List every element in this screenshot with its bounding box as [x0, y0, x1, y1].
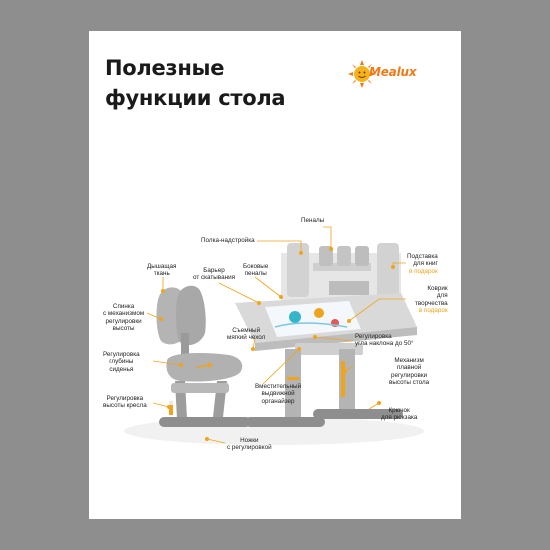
- callout-mehanizm: Механизм плавной регулировки высоты стол…: [389, 357, 430, 387]
- callout-kovrik: Коврик для творчества в подарок: [415, 285, 448, 315]
- callout-polka: Полка-надстройка: [201, 237, 255, 244]
- gift-badge: в подарок: [408, 267, 438, 275]
- callout-naklon: Регулировка угла наклона до 50°: [355, 333, 414, 348]
- callout-podstavka: Подставка для книг в подарок: [407, 253, 438, 275]
- page-title: Полезные функции стола: [105, 53, 286, 113]
- callout-penaly: Пеналы: [301, 217, 325, 224]
- chair-seat: [166, 353, 243, 382]
- callout-dyshashchaya: Дышащая ткань: [147, 263, 177, 278]
- product-card: Полезные функции стола Mealux: [89, 31, 461, 519]
- chair-foot: [159, 417, 251, 427]
- callout-glubina: Регулировка глубины сиденья: [103, 351, 140, 373]
- callout-bokovye: Боковые пеналы: [243, 263, 269, 278]
- brand-name: Mealux: [369, 65, 417, 79]
- callout-vysota-kresla: Регулировка высоты кресла: [103, 395, 147, 410]
- callout-kryuchok: Крючок для рюкзака: [381, 407, 418, 422]
- title-line-2: функции стола: [105, 86, 286, 110]
- desk-foot-right: [313, 409, 403, 419]
- brand-logo: Mealux: [347, 51, 443, 97]
- furniture-illustration: [124, 226, 424, 445]
- drawing-mat: [265, 301, 361, 337]
- callout-organayzer: Вместительный выдвижной органайзер: [255, 383, 302, 405]
- callout-spinka: Спинка с механизмом регулировки высоты: [103, 303, 145, 333]
- desk-foot-left: [245, 417, 325, 427]
- callout-barier: Барьер от скатывания: [193, 267, 235, 282]
- callout-nozhki: Ножки с регулировкой: [227, 437, 272, 452]
- gift-badge: в подарок: [418, 307, 448, 315]
- chair: [156, 285, 251, 427]
- chair-back-pad-right: [176, 285, 206, 346]
- title-line-1: Полезные: [105, 56, 225, 80]
- sun-icon: [348, 60, 376, 88]
- desk: [235, 243, 417, 427]
- callout-chehol: Съемный мягкий чехол: [227, 327, 266, 342]
